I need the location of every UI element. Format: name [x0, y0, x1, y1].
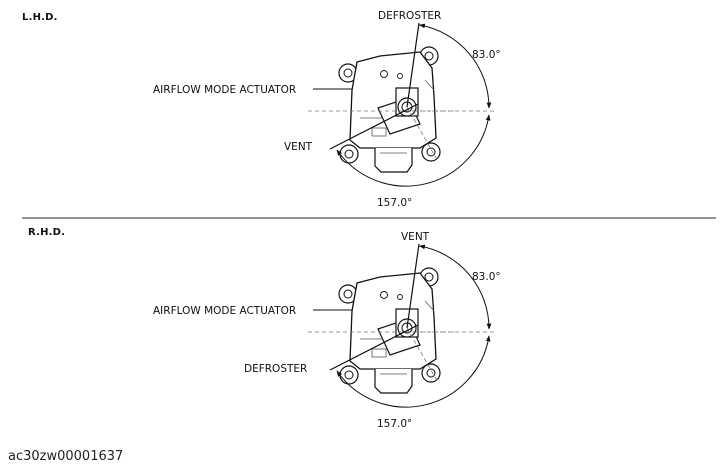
figure-code: ac30zw00001637 — [8, 449, 124, 464]
rhd-actuator-label: AIRFLOW MODE ACTUATOR — [153, 305, 296, 317]
lhd-lower-label: VENT — [284, 141, 313, 153]
lhd-actuator-diagram: DEFROSTER AIRFLOW MODE ACTUATOR VENT 83.… — [153, 10, 501, 209]
rhd-top-label: VENT — [401, 231, 430, 243]
lhd-actuator-label: AIRFLOW MODE ACTUATOR — [153, 84, 296, 96]
rhd-label: R.H.D. — [28, 227, 66, 238]
lhd-angle-small: 83.0° — [472, 49, 501, 61]
rhd-angle-small: 83.0° — [472, 271, 501, 283]
rhd-actuator-diagram: VENT AIRFLOW MODE ACTUATOR DEFROSTER 83.… — [153, 231, 501, 430]
rhd-angle-large: 157.0° — [377, 418, 412, 430]
lhd-angle-large: 157.0° — [377, 197, 412, 209]
lhd-label: L.H.D. — [22, 12, 58, 23]
rhd-lower-label: DEFROSTER — [244, 363, 307, 375]
lhd-top-label: DEFROSTER — [378, 10, 441, 22]
